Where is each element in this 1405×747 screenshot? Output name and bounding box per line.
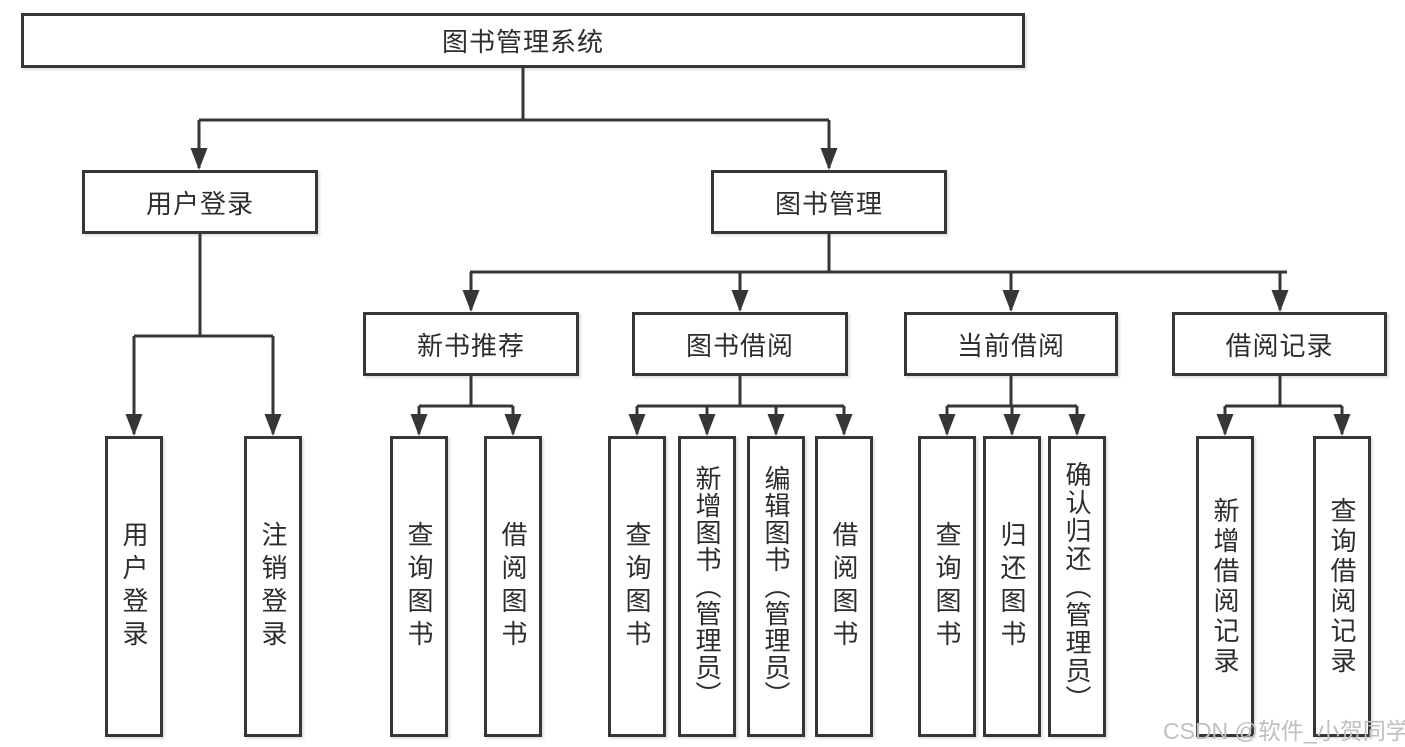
- node-new-book-recommend: 新书推荐: [363, 312, 579, 376]
- node-book-borrowing: 图书借阅: [632, 312, 848, 376]
- node-leaf-user-login-label: 用户登录: [119, 520, 149, 653]
- node-new-book-recommend-label: 新书推荐: [416, 330, 525, 361]
- node-user-login: 用户登录: [82, 170, 318, 234]
- node-leaf-query-borrow-record: 查询借阅记录: [1313, 436, 1371, 737]
- node-leaf-user-login: 用户登录: [105, 436, 163, 737]
- node-leaf-add-borrow-record: 新增借阅记录: [1196, 436, 1254, 737]
- node-leaf-return-books: 归还图书: [983, 436, 1041, 737]
- node-leaf-confirm-return-admin: 确认归还（管理员）: [1048, 436, 1106, 737]
- node-leaf-add-books-admin-label: 新增图书（管理员）: [692, 465, 722, 708]
- node-leaf-borrow-books-1-label: 借阅图书: [498, 520, 528, 653]
- csdn-watermark: CSDN @软件_小贺同学: [1163, 718, 1405, 744]
- node-leaf-query-books-3: 查询图书: [918, 436, 976, 737]
- node-leaf-query-books-2-label: 查询图书: [622, 520, 652, 653]
- node-leaf-query-books-3-label: 查询图书: [932, 520, 962, 653]
- node-book-management-label: 图书管理: [774, 188, 883, 219]
- node-leaf-query-books-2: 查询图书: [608, 436, 666, 737]
- node-leaf-borrow-books-2-label: 借阅图书: [829, 520, 859, 653]
- node-book-management: 图书管理: [711, 170, 947, 234]
- node-leaf-query-books-1-label: 查询图书: [404, 520, 434, 653]
- node-leaf-return-books-label: 归还图书: [997, 520, 1027, 653]
- node-leaf-borrow-books-1: 借阅图书: [484, 436, 542, 737]
- node-library-system: 图书管理系统: [21, 13, 1025, 68]
- node-borrowing-records: 借阅记录: [1172, 312, 1387, 376]
- node-book-borrowing-label: 图书借阅: [685, 330, 794, 361]
- node-leaf-logout-label: 注销登录: [258, 520, 288, 653]
- node-user-login-label: 用户登录: [145, 188, 254, 219]
- node-leaf-confirm-return-admin-label: 确认归还（管理员）: [1062, 460, 1092, 713]
- node-leaf-add-books-admin: 新增图书（管理员）: [678, 436, 736, 737]
- node-leaf-edit-books-admin: 编辑图书（管理员）: [747, 436, 805, 737]
- node-current-borrowing: 当前借阅: [904, 312, 1118, 376]
- node-leaf-edit-books-admin-label: 编辑图书（管理员）: [761, 465, 791, 708]
- node-leaf-logout: 注销登录: [244, 436, 302, 737]
- node-leaf-borrow-books-2: 借阅图书: [815, 436, 873, 737]
- node-current-borrowing-label: 当前借阅: [956, 330, 1065, 361]
- node-leaf-query-books-1: 查询图书: [390, 436, 448, 737]
- node-leaf-query-borrow-record-label: 查询借阅记录: [1327, 496, 1357, 677]
- arrowheads: [125, 148, 1351, 436]
- node-leaf-add-borrow-record-label: 新增借阅记录: [1210, 496, 1240, 677]
- node-library-system-label: 图书管理系统: [441, 27, 604, 57]
- node-borrowing-records-label: 借阅记录: [1225, 330, 1334, 361]
